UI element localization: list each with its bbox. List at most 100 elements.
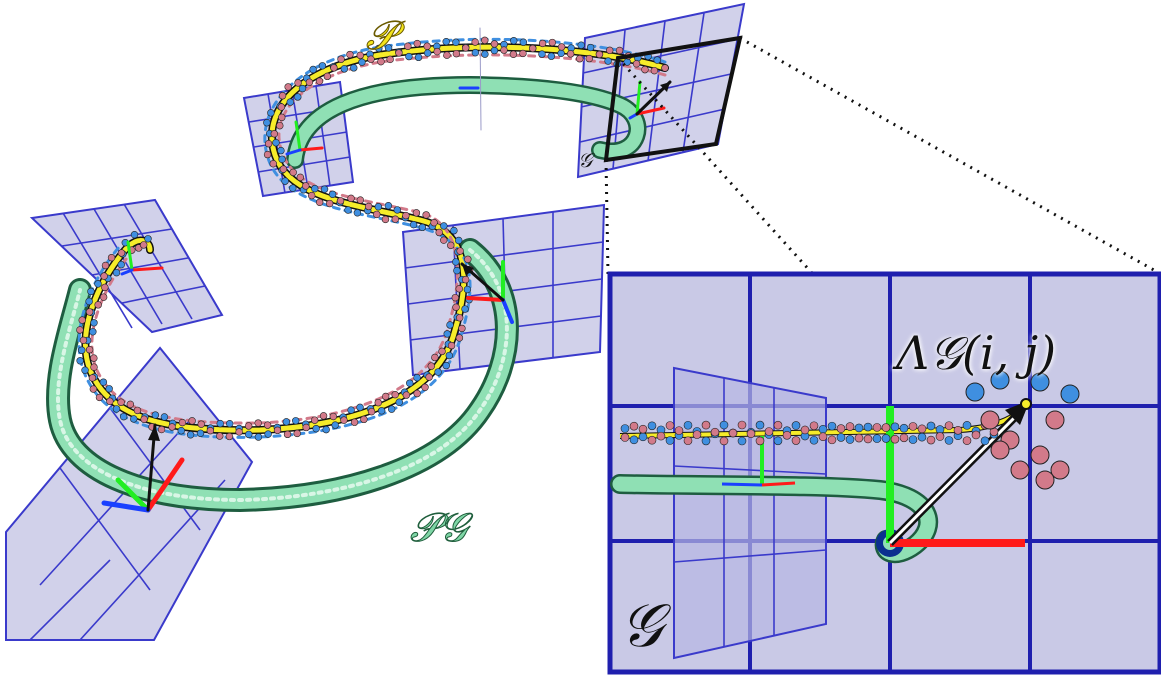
bead — [340, 65, 349, 73]
bead — [293, 429, 301, 438]
bead — [78, 346, 86, 354]
bead — [665, 436, 675, 445]
bead — [402, 211, 410, 220]
bead — [421, 383, 429, 391]
bead — [289, 168, 297, 177]
bead — [827, 421, 837, 431]
bead — [638, 424, 648, 434]
bead — [899, 423, 909, 433]
bead — [872, 434, 882, 443]
bead — [286, 98, 294, 106]
bead — [944, 436, 954, 445]
bead — [330, 64, 338, 72]
bead — [375, 44, 383, 53]
bead — [899, 433, 909, 443]
bead — [917, 424, 927, 434]
bead — [462, 44, 470, 52]
bead — [629, 421, 639, 431]
bead — [586, 43, 595, 52]
grid-plane-left — [29, 198, 224, 334]
bead — [188, 417, 196, 425]
bead — [818, 424, 828, 434]
bead — [641, 65, 649, 74]
bead — [809, 435, 819, 445]
bead — [647, 435, 657, 445]
bead — [328, 190, 337, 198]
bead — [225, 419, 234, 428]
bead — [406, 379, 414, 387]
bead — [296, 173, 305, 182]
bead — [294, 93, 302, 101]
bead — [538, 39, 547, 48]
bead — [683, 420, 693, 430]
bead — [381, 215, 390, 224]
bead — [557, 49, 565, 58]
bead — [377, 407, 386, 415]
bead — [440, 222, 448, 230]
bead — [302, 423, 310, 432]
bead — [595, 50, 604, 59]
bead — [350, 64, 358, 72]
bead — [471, 48, 480, 57]
bead — [347, 406, 355, 414]
bead — [464, 255, 472, 263]
bead — [500, 46, 508, 54]
bead — [356, 403, 364, 412]
bead — [323, 72, 332, 81]
bead — [447, 241, 455, 250]
bead — [854, 433, 864, 443]
bead — [177, 427, 185, 435]
bead — [374, 398, 382, 407]
bead — [322, 425, 330, 434]
bead — [926, 421, 936, 431]
bead — [384, 44, 393, 52]
bead — [216, 432, 224, 440]
bead — [311, 184, 319, 193]
bead — [404, 42, 412, 50]
bead — [431, 353, 439, 362]
bead — [443, 330, 451, 338]
bead — [782, 430, 792, 440]
bead — [269, 160, 277, 168]
bead — [79, 336, 88, 345]
bead — [277, 103, 286, 111]
bead — [481, 50, 489, 58]
bead — [926, 435, 936, 445]
bead — [391, 215, 399, 223]
bead — [196, 429, 205, 437]
bead — [719, 420, 729, 430]
bead — [455, 285, 463, 293]
bead — [1050, 460, 1070, 480]
bead — [455, 334, 464, 342]
grid-label-large: 𝒢 — [620, 591, 663, 661]
bead — [629, 435, 639, 445]
bead — [1060, 384, 1080, 404]
bead — [854, 423, 864, 433]
bead — [944, 421, 954, 430]
bead — [456, 247, 464, 255]
bead — [395, 49, 403, 57]
bead — [206, 426, 215, 435]
bead — [490, 40, 499, 48]
bead — [94, 301, 102, 309]
bead — [435, 228, 443, 237]
bead — [402, 391, 411, 399]
path-grid-label: 𝒫𝒢 — [409, 505, 468, 551]
bead — [117, 249, 126, 257]
bead — [755, 436, 765, 446]
bead — [278, 92, 287, 100]
bead — [386, 55, 394, 64]
frame-top-left — [285, 120, 324, 156]
bead — [890, 422, 900, 432]
reference-frames — [101, 27, 672, 513]
bead — [446, 321, 454, 329]
bead — [282, 418, 291, 426]
bead — [773, 436, 783, 446]
bead — [430, 218, 438, 227]
bead — [632, 60, 641, 68]
bead — [443, 51, 451, 59]
bead — [264, 140, 273, 148]
bead — [661, 64, 669, 72]
bead — [89, 385, 98, 393]
